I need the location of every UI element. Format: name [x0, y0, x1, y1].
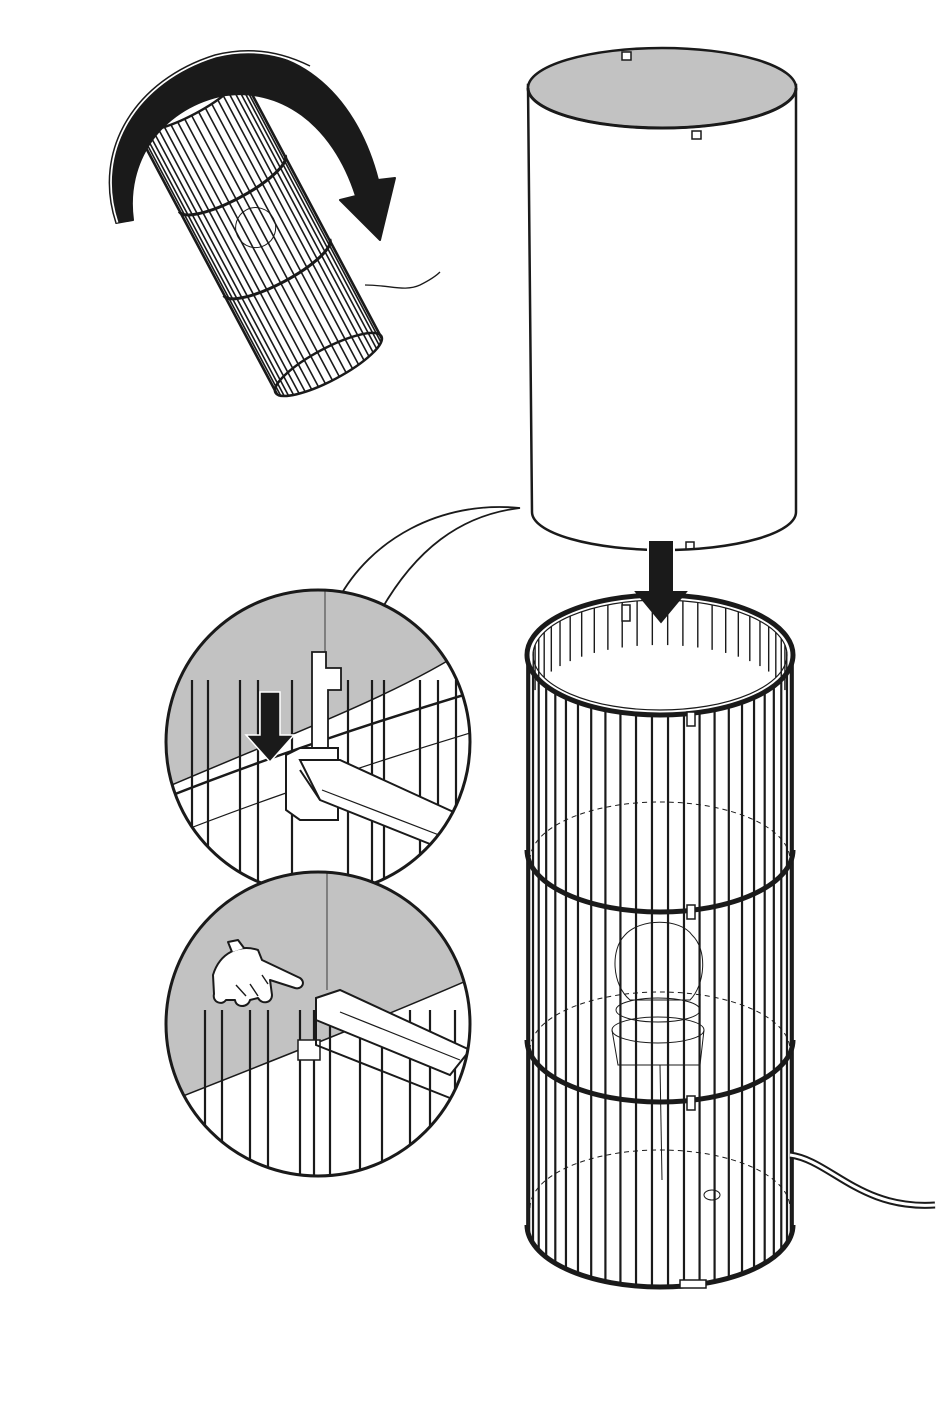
detail-press-to-lock: [160, 868, 480, 1188]
large-cage-bars: [527, 600, 793, 1285]
small-cage-bar: [205, 108, 346, 373]
small-cage-bar: [185, 119, 326, 384]
small-cage-bottom-rim: [268, 322, 389, 407]
small-cage-bar: [148, 131, 289, 396]
small-cage-bar: [140, 131, 281, 396]
large-cage: [527, 595, 935, 1288]
small-cage-bar: [178, 122, 319, 387]
small-cage-bulb: [229, 201, 283, 255]
lamp-shade: [528, 48, 796, 550]
shade-body: [528, 85, 796, 550]
shade-notch: [622, 52, 631, 60]
small-cage-bar: [137, 130, 278, 395]
bulb-socket: [612, 922, 720, 1200]
small-cage-bar: [153, 130, 294, 395]
small-cage-cord: [365, 272, 440, 288]
detail-clip-insert: [160, 585, 480, 905]
shade-notch: [692, 131, 701, 139]
down-arrow-icon: [632, 540, 690, 625]
